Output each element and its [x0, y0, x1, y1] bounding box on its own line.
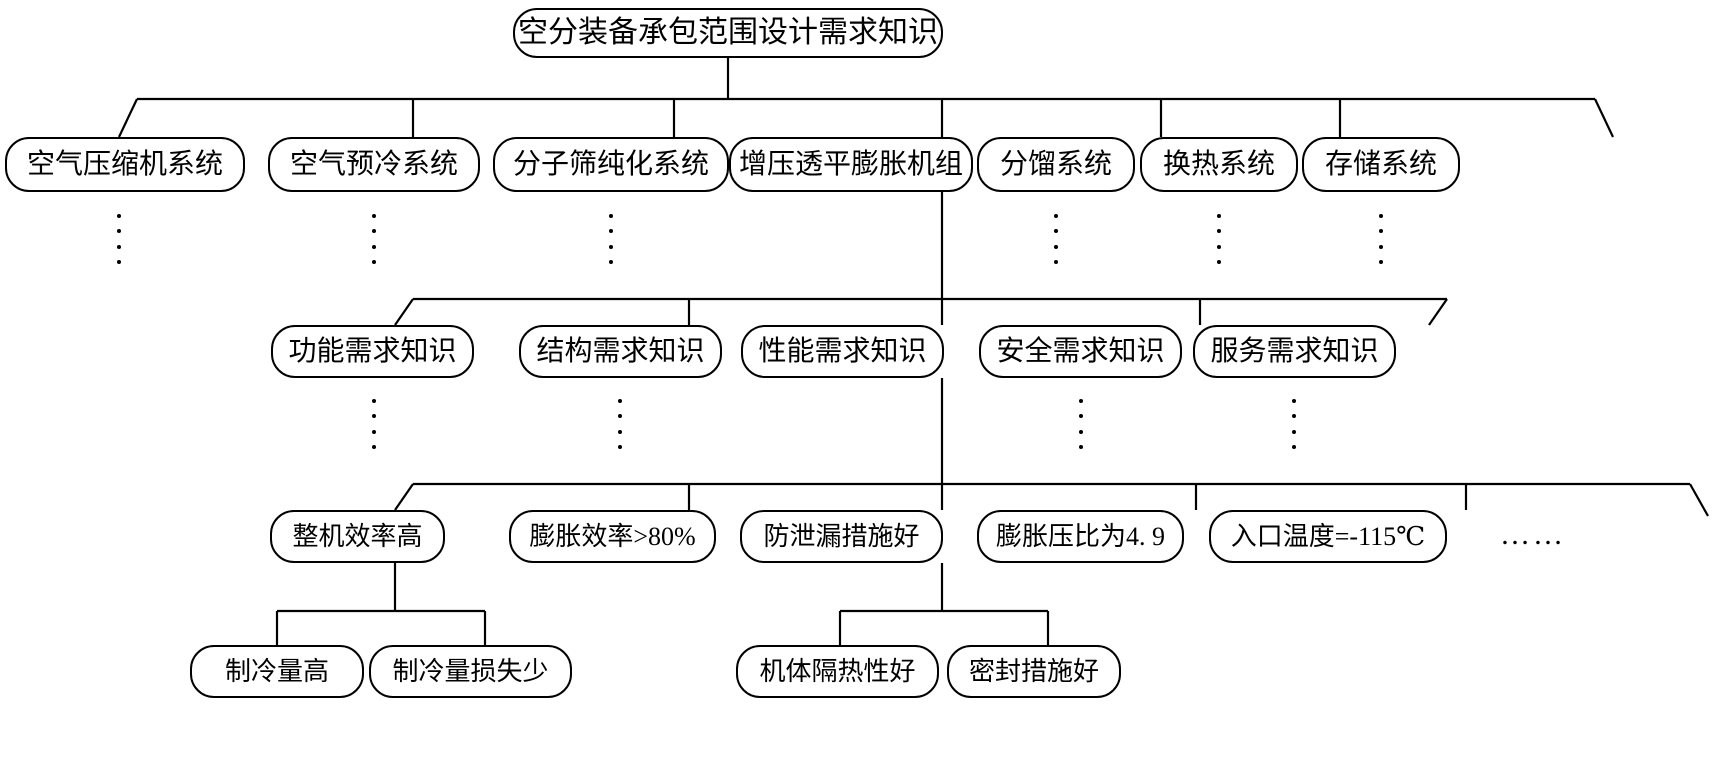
node-service-requirement-knowledge[interactable]: 服务需求知识	[1193, 325, 1396, 378]
vertical-ellipsis-l1-3	[609, 214, 613, 264]
node-expansion-efficiency[interactable]: 膨胀效率>80%	[509, 510, 716, 563]
node-label: 空气压缩机系统	[26, 148, 223, 180]
node-label: 功能需求知识	[288, 335, 457, 367]
more-nodes-ellipsis: ……	[1500, 518, 1566, 551]
node-air-precooling-system[interactable]: 空气预冷系统	[268, 137, 480, 192]
node-label: 制冷量高	[224, 656, 329, 686]
node-molecular-sieve-purification-system[interactable]: 分子筛纯化系统	[493, 137, 729, 192]
node-distillation-system[interactable]: 分馏系统	[977, 137, 1135, 192]
vertical-ellipsis-l1-7	[1379, 214, 1383, 264]
node-label: 膨胀效率>80%	[529, 521, 696, 551]
node-low-refrigeration-loss[interactable]: 制冷量损失少	[369, 645, 572, 698]
node-label: 制冷量损失少	[392, 656, 549, 686]
vertical-ellipsis-l2-5	[1292, 399, 1296, 449]
vertical-ellipsis-l1-5	[1054, 214, 1058, 264]
node-label: 结构需求知识	[536, 335, 705, 367]
node-label: 分子筛纯化系统	[512, 148, 709, 180]
node-high-refrigeration-capacity[interactable]: 制冷量高	[190, 645, 364, 698]
node-label: 空分装备承包范围设计需求知识	[518, 16, 938, 49]
node-label: 服务需求知识	[1210, 335, 1379, 367]
node-functional-requirement-knowledge[interactable]: 功能需求知识	[271, 325, 474, 378]
node-label: 增压透平膨胀机组	[738, 148, 963, 180]
node-label: 安全需求知识	[996, 335, 1165, 367]
node-inlet-temperature[interactable]: 入口温度=-115℃	[1209, 510, 1447, 563]
node-label: 入口温度=-115℃	[1230, 521, 1426, 551]
node-booster-turbo-expander-unit[interactable]: 增压透平膨胀机组	[729, 137, 973, 192]
node-label: 机体隔热性好	[759, 656, 916, 686]
node-root[interactable]: 空分装备承包范围设计需求知识	[513, 8, 943, 58]
node-performance-requirement-knowledge[interactable]: 性能需求知识	[741, 325, 944, 378]
vertical-ellipsis-l2-2	[618, 399, 622, 449]
node-label: 密封措施好	[968, 656, 1099, 686]
node-label: 整机效率高	[292, 521, 423, 551]
node-structural-requirement-knowledge[interactable]: 结构需求知识	[519, 325, 722, 378]
node-expansion-pressure-ratio[interactable]: 膨胀压比为4. 9	[977, 510, 1184, 563]
node-label: 性能需求知识	[758, 335, 927, 367]
vertical-ellipsis-l1-6	[1217, 214, 1221, 264]
node-label: 防泄漏措施好	[763, 521, 920, 551]
node-good-body-insulation[interactable]: 机体隔热性好	[736, 645, 939, 698]
node-label: 膨胀压比为4. 9	[995, 521, 1165, 551]
node-good-leak-prevention[interactable]: 防泄漏措施好	[740, 510, 943, 563]
vertical-ellipsis-l2-1	[372, 399, 376, 449]
node-air-compressor-system[interactable]: 空气压缩机系统	[5, 137, 245, 192]
vertical-ellipsis-l1-2	[372, 214, 376, 264]
node-label: 空气预冷系统	[289, 148, 458, 180]
node-good-sealing-measures[interactable]: 密封措施好	[947, 645, 1121, 698]
node-label: 分馏系统	[999, 148, 1112, 180]
node-high-overall-efficiency[interactable]: 整机效率高	[270, 510, 445, 563]
vertical-ellipsis-l1-1	[117, 214, 121, 264]
node-safety-requirement-knowledge[interactable]: 安全需求知识	[979, 325, 1182, 378]
vertical-ellipsis-l2-4	[1079, 399, 1083, 449]
node-storage-system[interactable]: 存储系统	[1302, 137, 1460, 192]
node-label: 换热系统	[1162, 148, 1275, 180]
node-label: 存储系统	[1324, 148, 1437, 180]
node-heat-exchange-system[interactable]: 换热系统	[1140, 137, 1298, 192]
